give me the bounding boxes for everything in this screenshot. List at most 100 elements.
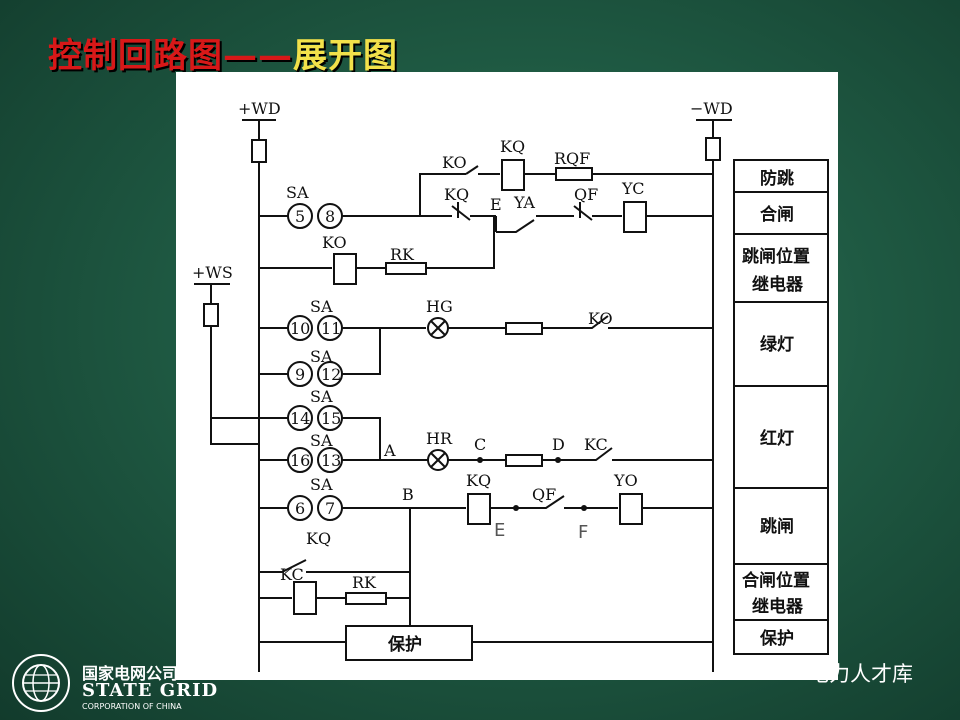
legend-protection	[733, 619, 829, 655]
hg-label: HG	[426, 297, 453, 316]
rqf-resistor	[555, 167, 593, 181]
red-lamp-resistor	[505, 454, 543, 467]
bus-label-plus-ws: +WS	[192, 263, 233, 282]
sa-label-row4: SA	[310, 347, 333, 366]
svg-text:11: 11	[321, 319, 341, 338]
diagram-panel: +WD −WD +WS SA 5 8 KO KQ RQF KQ E YA QF …	[176, 72, 838, 680]
svg-text:9: 9	[295, 365, 305, 384]
sa-contact-16	[287, 447, 313, 473]
ko-label-row2: KO	[322, 233, 347, 252]
title-dash: ——	[223, 36, 293, 76]
kc-label-row6: KC	[584, 435, 608, 454]
rk-resistor-row8	[345, 592, 387, 605]
sa-contact-6	[287, 495, 313, 521]
ya-label: YA	[513, 193, 535, 212]
wechat-icon	[770, 659, 800, 686]
node-c-label: C	[474, 435, 486, 454]
fuse-plus-ws	[203, 303, 219, 327]
bus-label-plus-wd: +WD	[238, 99, 281, 118]
node-d-label: D	[552, 435, 565, 454]
sa-label-row7: SA	[310, 475, 333, 494]
node-a-label: A	[383, 441, 396, 460]
kc-label-row8: KC	[280, 565, 304, 584]
legend-red-lamp	[733, 385, 829, 489]
sa-label-row1: SA	[286, 183, 309, 202]
svg-text:8: 8	[325, 207, 335, 226]
svg-text:防跳: 防跳	[760, 168, 794, 189]
kc-coil	[293, 581, 317, 615]
svg-text:6: 6	[295, 499, 305, 518]
rk-label-row8: RK	[352, 573, 377, 592]
node-f-label: F	[578, 522, 588, 543]
svg-text:继电器: 继电器	[752, 596, 804, 617]
rqf-label: RQF	[554, 149, 590, 168]
node-e2-label: E	[494, 520, 505, 541]
node-d-dot	[555, 457, 561, 463]
svg-text:10: 10	[290, 319, 310, 338]
logo-en-name: STATE GRID	[82, 680, 219, 701]
sa-contact-14	[287, 405, 313, 431]
legend-trip	[733, 487, 829, 565]
svg-text:12: 12	[321, 365, 341, 384]
svg-text:跳闸: 跳闸	[760, 516, 794, 537]
svg-text:保护: 保护	[759, 628, 794, 649]
svg-text:13: 13	[321, 451, 341, 470]
sa-label-row3: SA	[310, 297, 333, 316]
fuse-plus-wd	[251, 139, 267, 163]
slide-title: 控制回路图——展开图	[48, 28, 398, 77]
yc-label: YC	[621, 179, 645, 198]
fuse-minus-wd	[705, 137, 721, 161]
svg-text:KQ: KQ	[444, 185, 469, 204]
ko-coil	[333, 253, 357, 285]
svg-text:7: 7	[325, 499, 335, 518]
svg-text:继电器: 继电器	[752, 274, 804, 295]
svg-text:合闸: 合闸	[760, 204, 794, 225]
ko-label-row3: KO	[588, 309, 613, 328]
node-c-dot	[477, 457, 483, 463]
sa-label-row5: SA	[310, 387, 333, 406]
yo-coil	[619, 493, 643, 525]
watermark-text: 电力人才库	[808, 662, 913, 686]
state-grid-logo: 国家电网公司 STATE GRID CORPORATION OF CHINA	[10, 652, 217, 716]
sa-contact-10	[287, 315, 313, 341]
rk-resistor-row2	[385, 262, 427, 275]
control-circuit-diagram: +WD −WD +WS SA 5 8 KO KQ RQF KQ E YA QF …	[192, 99, 829, 672]
svg-text:KQ: KQ	[500, 137, 525, 156]
svg-text:15: 15	[321, 409, 341, 428]
qf-label-row1: QF	[574, 185, 598, 204]
legend-anti-jump	[733, 159, 829, 193]
svg-text:跳闸位置: 跳闸位置	[742, 246, 810, 267]
green-lamp-resistor	[505, 322, 543, 335]
svg-text:红灯: 红灯	[760, 428, 794, 449]
legend-column: 防跳 合闸 跳闸位置 继电器 绿灯 红灯 跳闸 合闸位置 继电器 保护	[733, 159, 829, 655]
globe-icon	[12, 654, 70, 712]
yo-label: YO	[613, 471, 638, 490]
logo-cn-name: 国家电网公司	[82, 664, 179, 683]
svg-text:合闸位置: 合闸位置	[742, 570, 810, 591]
svg-text:16: 16	[290, 451, 310, 470]
node-f-dot	[581, 505, 587, 511]
kq-coil-row7	[467, 493, 491, 525]
node-e2-dot	[513, 505, 519, 511]
ko-label-row1: KO	[442, 153, 467, 172]
watermark: 电力人才库	[770, 658, 913, 688]
bus-label-minus-wd: −WD	[690, 99, 733, 118]
svg-text:绿灯: 绿灯	[760, 334, 794, 355]
sa-contact-5	[287, 203, 313, 229]
sa-label-row6: SA	[310, 431, 333, 450]
node-e-label: E	[490, 195, 502, 214]
kq-label-row7: KQ	[466, 471, 491, 490]
logo-corp-line: CORPORATION OF CHINA	[82, 702, 182, 711]
protect-box-label: 保护	[387, 634, 422, 655]
svg-text:14: 14	[290, 409, 310, 428]
rk-label-row2: RK	[390, 245, 415, 264]
sa-contact-9	[287, 361, 313, 387]
qf-label-row7: QF	[532, 485, 556, 504]
svg-text:5: 5	[295, 207, 305, 226]
hr-label: HR	[426, 429, 453, 448]
title-main: 控制回路图	[48, 36, 223, 76]
yc-coil	[623, 201, 647, 233]
kq-label-row8: KQ	[306, 529, 331, 548]
title-sub: 展开图	[293, 36, 398, 76]
node-b-label: B	[402, 485, 414, 504]
